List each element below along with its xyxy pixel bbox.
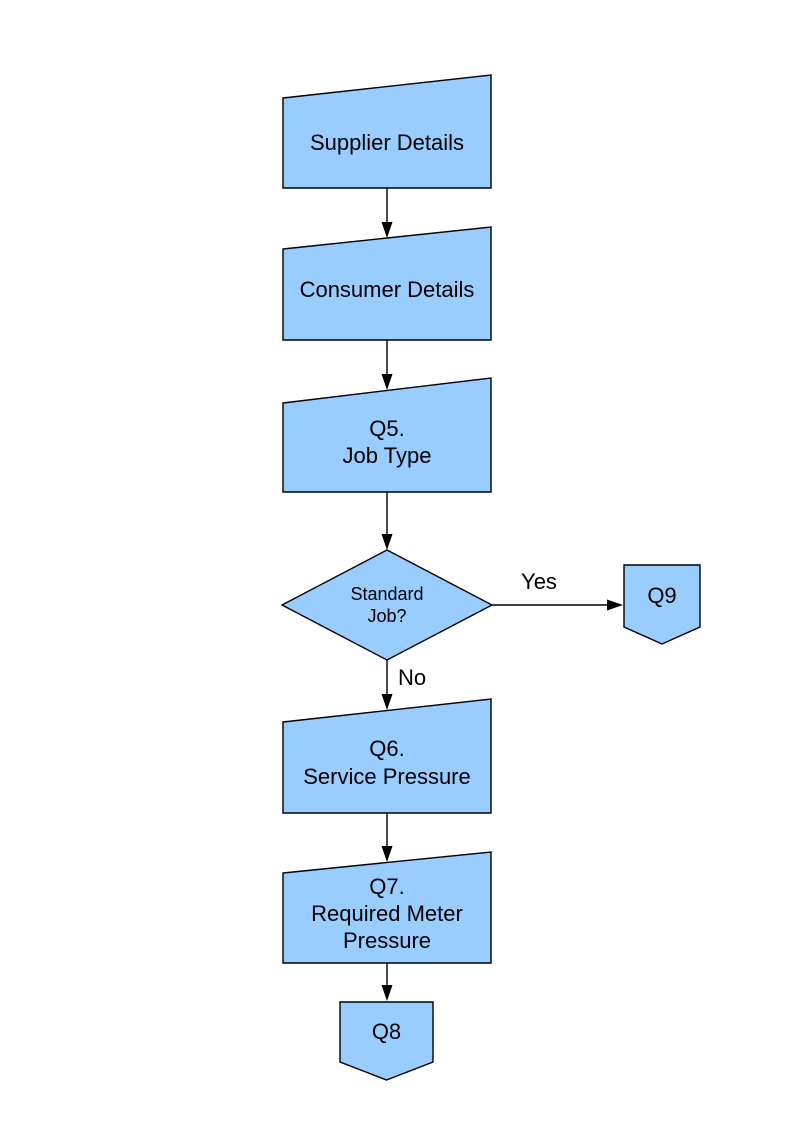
supplier-details-shape: [282, 74, 492, 189]
arrow-down-icon: [381, 374, 393, 390]
arrow-down-icon: [381, 222, 393, 238]
q6-service-pressure-label: Q6. Service Pressure: [303, 736, 471, 789]
edge-label-yes: Yes: [521, 569, 557, 594]
q8-connector-label: Q8: [371, 1019, 402, 1045]
q5-job-type-shape: [282, 377, 492, 493]
arrow-down-icon: [381, 534, 393, 550]
q6-service-pressure-shape: [282, 698, 492, 814]
arrow-right-icon: [607, 599, 623, 611]
arrow-down-icon: [381, 985, 393, 1001]
consumer-details-shape: [282, 226, 492, 341]
edge-label-no: No: [398, 665, 427, 690]
standard-job-decision-label: Standard Job?: [350, 583, 424, 627]
q5-job-type-label: Q5. Job Type: [342, 415, 432, 468]
q7-required-meter-pressure-label: Q7. Required Meter Pressure: [311, 873, 463, 954]
supplier-details-label: Supplier Details: [309, 130, 465, 156]
arrow-down-icon: [381, 694, 393, 710]
q7-required-meter-pressure-shape: [282, 851, 492, 964]
q8-connector-shape: [339, 1001, 434, 1081]
arrow-down-icon: [381, 846, 393, 862]
q9-connector-shape: [623, 564, 701, 645]
q9-connector-label: Q9: [647, 583, 677, 609]
consumer-details-label: Consumer Details: [299, 277, 475, 303]
